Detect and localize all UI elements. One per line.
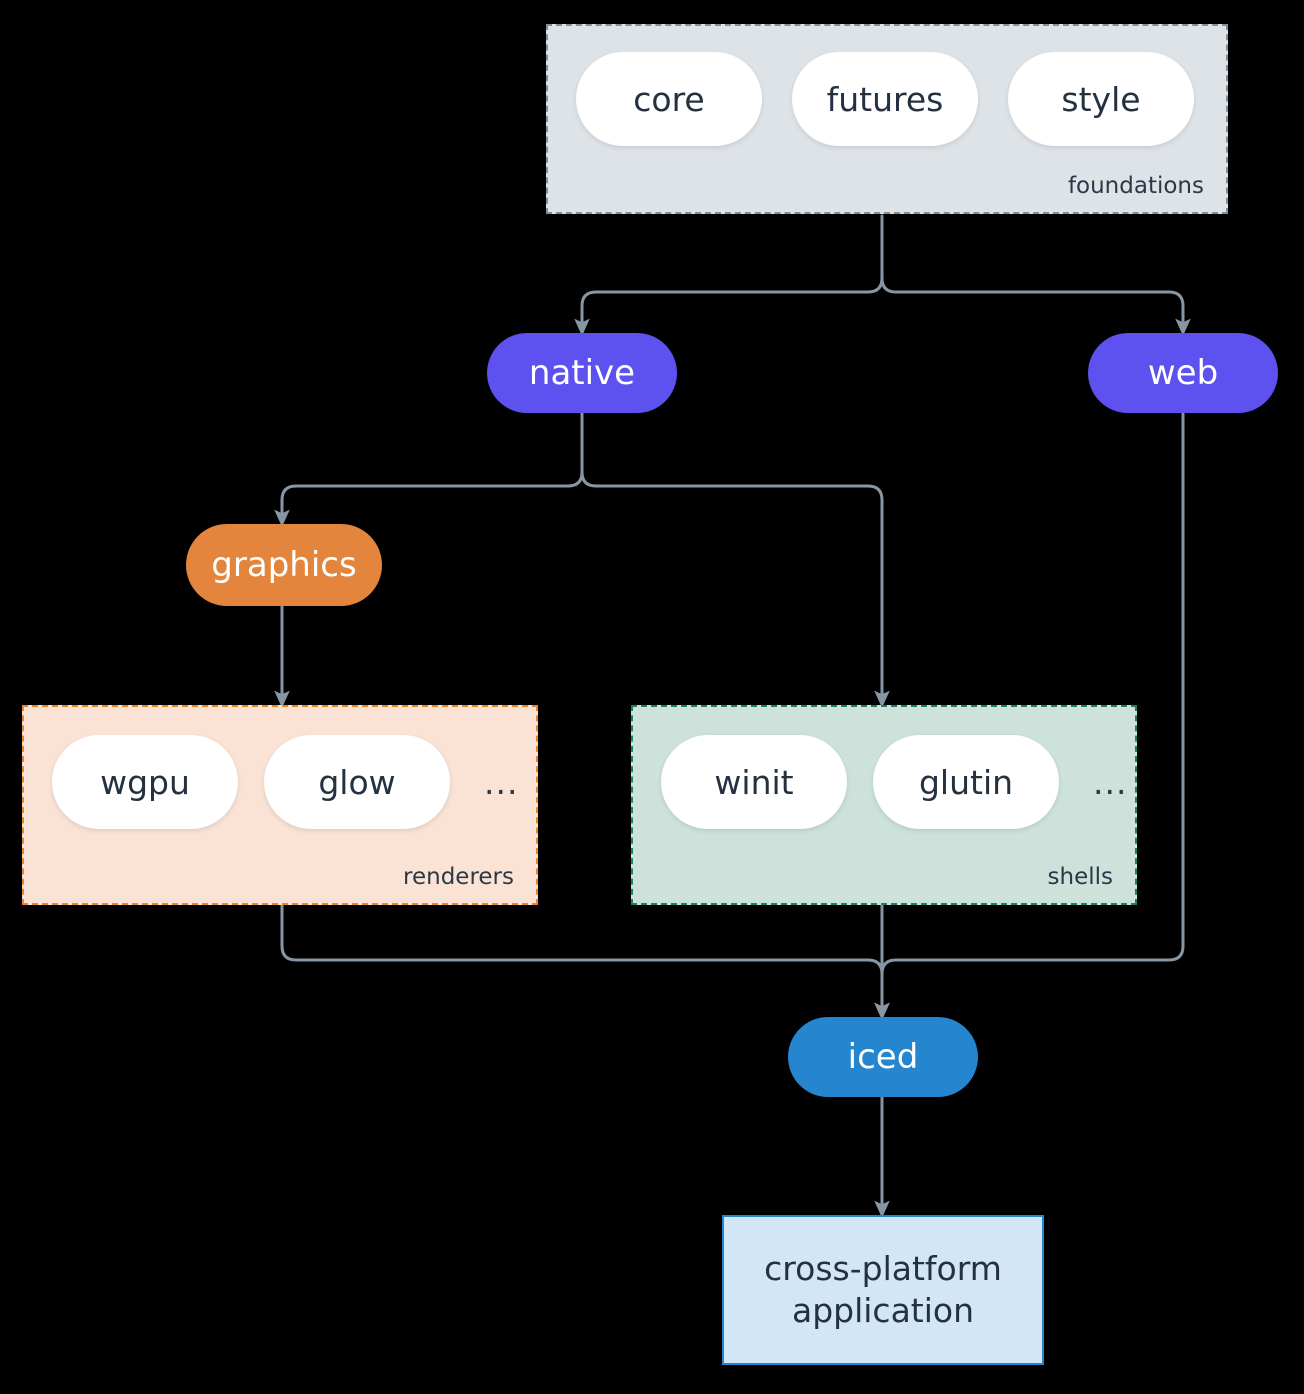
chip-winit[interactable]: winit bbox=[661, 735, 847, 829]
group-renderers: wgpu glow ... renderers bbox=[22, 705, 538, 905]
node-application[interactable]: cross-platform application bbox=[722, 1215, 1044, 1365]
node-native[interactable]: native bbox=[487, 333, 677, 413]
chip-core[interactable]: core bbox=[576, 52, 762, 146]
group-label-foundations: foundations bbox=[1067, 173, 1204, 199]
application-line-2: application bbox=[791, 1291, 975, 1330]
chip-glutin[interactable]: glutin bbox=[873, 735, 1059, 829]
chip-style[interactable]: style bbox=[1008, 52, 1194, 146]
foundations-items: core futures style bbox=[576, 52, 1204, 146]
renderers-ellipsis: ... bbox=[484, 762, 519, 802]
edge-renderers-iced bbox=[280, 903, 890, 1020]
chip-wgpu[interactable]: wgpu bbox=[52, 735, 238, 829]
chip-glow[interactable]: glow bbox=[264, 735, 450, 829]
group-label-renderers: renderers bbox=[403, 864, 514, 890]
edge-foundations-native bbox=[574, 214, 884, 336]
group-foundations: core futures style foundations bbox=[546, 24, 1228, 214]
edge-native-shells bbox=[580, 470, 890, 708]
shells-items: winit glutin ... bbox=[661, 735, 1126, 829]
node-graphics[interactable]: graphics bbox=[186, 524, 382, 606]
node-iced[interactable]: iced bbox=[788, 1017, 978, 1097]
group-label-shells: shells bbox=[1047, 864, 1113, 890]
chip-futures[interactable]: futures bbox=[792, 52, 978, 146]
edge-foundations-web bbox=[880, 276, 1191, 336]
application-line-1: cross-platform bbox=[764, 1248, 1002, 1288]
edge-native-graphics bbox=[274, 411, 584, 527]
renderers-items: wgpu glow ... bbox=[52, 735, 517, 829]
group-shells: winit glutin ... shells bbox=[631, 705, 1137, 905]
shells-ellipsis: ... bbox=[1093, 762, 1128, 802]
node-web[interactable]: web bbox=[1088, 333, 1278, 413]
